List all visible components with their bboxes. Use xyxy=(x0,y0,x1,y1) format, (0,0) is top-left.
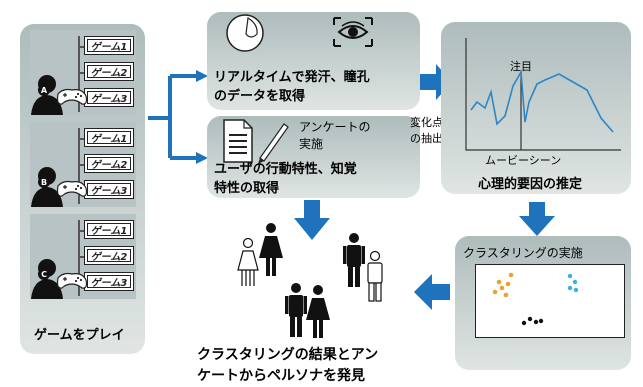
realtime-text-line2: のデータを取得 xyxy=(214,89,306,104)
game-button-3[interactable]: ゲーム3 xyxy=(84,180,134,199)
game-button-2[interactable]: ゲーム2 xyxy=(84,154,134,173)
persona-people-icons xyxy=(237,223,383,338)
split-connector-arrow xyxy=(148,70,208,164)
psych-factor-caption: 心理的要因の推定 xyxy=(478,177,583,192)
game-button-3[interactable]: ゲーム3 xyxy=(84,272,134,291)
signal-line-chart xyxy=(465,38,621,151)
player-b-game-box: ゲーム1 ゲーム2 ゲーム3 B xyxy=(30,122,136,207)
result-caption-line1: クラスタリングの結果とアン xyxy=(197,347,379,363)
cluster-plot-area xyxy=(475,264,625,338)
down-arrow xyxy=(519,202,555,236)
player-with-controller-icon xyxy=(31,75,88,115)
left-arrow xyxy=(414,274,450,310)
game-button-2[interactable]: ゲーム2 xyxy=(84,62,134,81)
game-button-2[interactable]: ゲーム2 xyxy=(84,246,134,265)
attention-annotation: 注目 xyxy=(510,60,532,73)
player-c-game-box: ゲーム1 ゲーム2 ゲーム3 C xyxy=(30,214,136,299)
game-button-1[interactable]: ゲーム1 xyxy=(84,128,134,147)
change-point-line1: 変化点 xyxy=(410,116,443,129)
rail-vertical xyxy=(78,36,80,112)
player-label: B xyxy=(38,176,50,188)
movie-scene-label: ムービーシーン xyxy=(485,154,562,167)
survey-label-line2: 実施 xyxy=(299,137,324,151)
player-a-game-box: ゲーム1 ゲーム2 ゲーム3 A xyxy=(30,30,136,115)
realtime-text-line1: リアルタイムで発汗、瞳孔 xyxy=(214,70,370,85)
player-with-controller-icon xyxy=(31,167,88,207)
rail-vertical xyxy=(78,128,80,204)
rail-vertical xyxy=(78,220,80,296)
game-button-1[interactable]: ゲーム1 xyxy=(84,220,134,239)
player-with-controller-icon xyxy=(31,259,88,299)
down-arrow xyxy=(294,200,330,240)
change-point-line2: の抽出 xyxy=(410,132,443,145)
document-pen-icon xyxy=(223,119,289,164)
player-label: C xyxy=(38,268,50,280)
survey-text-line1: ユーザの行動特性、知覚 xyxy=(214,162,357,177)
game-button-1[interactable]: ゲーム1 xyxy=(84,36,134,55)
game-play-caption: ゲームをプレイ xyxy=(34,328,125,343)
game-button-3[interactable]: ゲーム3 xyxy=(84,88,134,107)
stopwatch-icon xyxy=(226,14,264,52)
player-label: A xyxy=(38,84,50,96)
result-caption-line2: ケートからペルソナを発見 xyxy=(197,368,365,384)
clustering-title: クラスタリングの実施 xyxy=(463,246,583,260)
cluster-scatter xyxy=(492,272,579,326)
survey-text-line2: 特性の取得 xyxy=(214,181,280,196)
survey-label-line1: アンケートの xyxy=(299,120,371,134)
eye-tracking-icon xyxy=(333,17,373,47)
